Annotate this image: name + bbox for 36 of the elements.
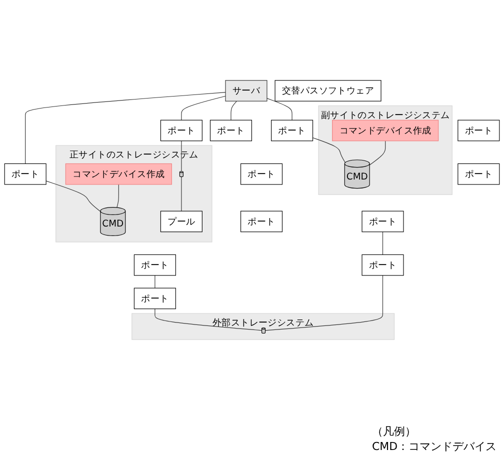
node-box: ポート — [134, 288, 176, 310]
node-box: ポート — [271, 120, 314, 142]
node-box: 交替パスソフトウェア — [274, 80, 382, 102]
connector — [181, 176, 182, 212]
connector — [25, 92, 226, 164]
node-box: ポート — [240, 210, 283, 232]
node-box: サーバ — [225, 80, 268, 102]
node-box: プール — [160, 210, 202, 232]
connector — [369, 140, 386, 166]
node-box: ポート — [160, 120, 202, 142]
node-box: コマンドデバイス作成 — [332, 120, 439, 142]
node-cylinder — [179, 171, 184, 178]
connector — [154, 308, 262, 331]
node-box: ポート — [134, 254, 176, 276]
node-box: ポート — [458, 120, 500, 142]
node-cylinder — [262, 328, 266, 334]
node-box: コマンドデバイス作成 — [65, 163, 172, 185]
connector — [181, 140, 182, 172]
node-box: ポート — [240, 163, 283, 185]
connector — [181, 96, 226, 120]
node-box: ポート — [362, 210, 404, 232]
node-box: ポート — [362, 254, 404, 276]
connector — [230, 100, 238, 120]
connector — [266, 98, 292, 120]
node-box: ポート — [458, 163, 500, 185]
connector — [264, 275, 384, 331]
connector — [312, 137, 346, 163]
connector — [46, 180, 101, 212]
connector — [382, 232, 384, 255]
legend-note: （凡例） — [372, 424, 417, 439]
legend-note: CMD：コマンドデバイス — [372, 439, 497, 454]
node-box: ポート — [210, 120, 252, 142]
connector — [154, 275, 156, 288]
connector — [116, 184, 119, 208]
cluster: 外部ストレージシステム — [132, 313, 395, 340]
node-box: ポート — [4, 163, 46, 185]
